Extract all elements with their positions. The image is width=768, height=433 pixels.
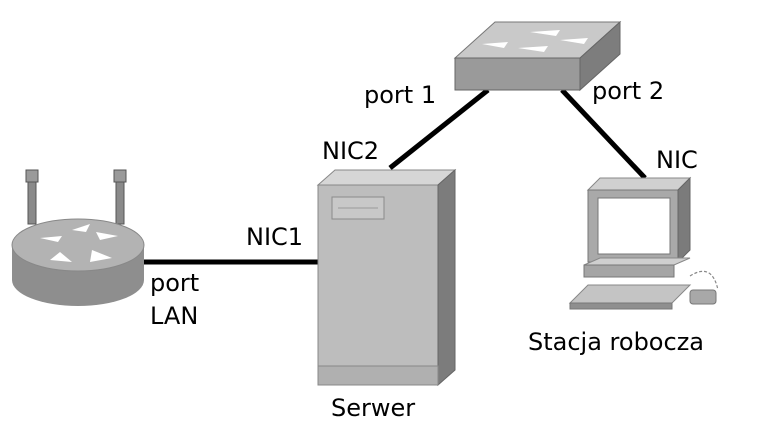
label-nic1: NIC1 <box>246 223 303 251</box>
label-nic2: NIC2 <box>322 137 379 165</box>
label-port-1: port 1 <box>364 81 436 109</box>
router-icon <box>11 169 145 306</box>
workstation-icon <box>568 176 719 310</box>
label-port-2: port 2 <box>592 77 664 105</box>
labels: port 1 port 2 NIC2 NIC NIC1 port LAN Ser… <box>150 77 704 422</box>
server-icon <box>316 168 457 387</box>
cable-switch-workstation <box>560 88 647 180</box>
label-nic: NIC <box>656 146 698 174</box>
label-server: Serwer <box>331 394 415 422</box>
label-port-lan-1: port <box>150 269 199 297</box>
cable-switch-server <box>388 88 490 170</box>
switch-icon <box>453 20 622 92</box>
label-workstation: Stacja robocza <box>528 328 704 356</box>
label-port-lan-2: LAN <box>150 302 198 330</box>
